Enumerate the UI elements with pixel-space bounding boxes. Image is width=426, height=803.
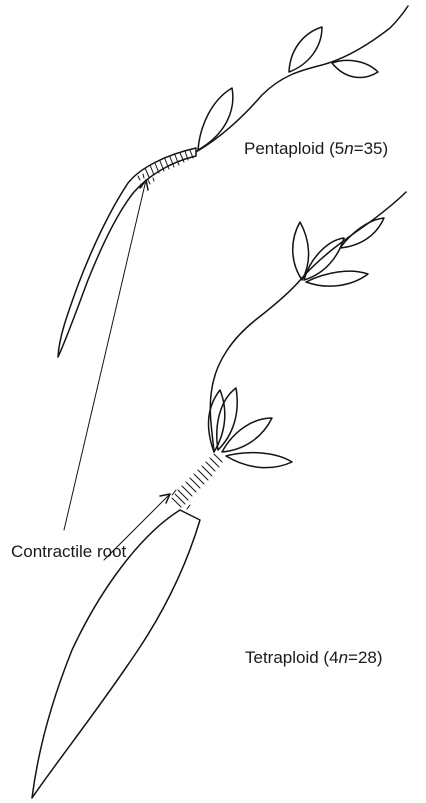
tetraploid-label-suffix: =28) [348, 648, 383, 667]
pentaploid-leaf-3 [332, 60, 378, 77]
tetraploid-contractile-zone [172, 454, 222, 507]
pentaploid-label-prefix: Pentaploid (5 [244, 139, 344, 158]
tetraploid-upper-leaf-1 [293, 222, 309, 280]
pentaploid-plant [58, 6, 408, 357]
tetraploid-label-italic: n [339, 648, 348, 667]
tetraploid-upper-leaf-4 [340, 218, 384, 248]
pentaploid-label: Pentaploid (5n=35) [244, 139, 388, 159]
pentaploid-label-suffix: =35) [354, 139, 389, 158]
pentaploid-leaf-1 [198, 88, 233, 150]
contractile-root-label: Contractile root [11, 542, 126, 562]
tetraploid-label-prefix: Tetraploid (4 [245, 648, 339, 667]
pentaploid-stem [196, 6, 408, 152]
tetraploid-upper-leaf-3 [306, 271, 368, 286]
pointer-to-pentaploid-root [64, 180, 146, 530]
pentaploid-root-body [58, 148, 196, 357]
tetraploid-label: Tetraploid (4n=28) [245, 648, 383, 668]
pentaploid-leaf-2 [289, 27, 322, 72]
tetraploid-lower-leaf-4 [226, 453, 292, 468]
pentaploid-label-italic: n [344, 139, 353, 158]
tetraploid-plant [32, 192, 406, 798]
